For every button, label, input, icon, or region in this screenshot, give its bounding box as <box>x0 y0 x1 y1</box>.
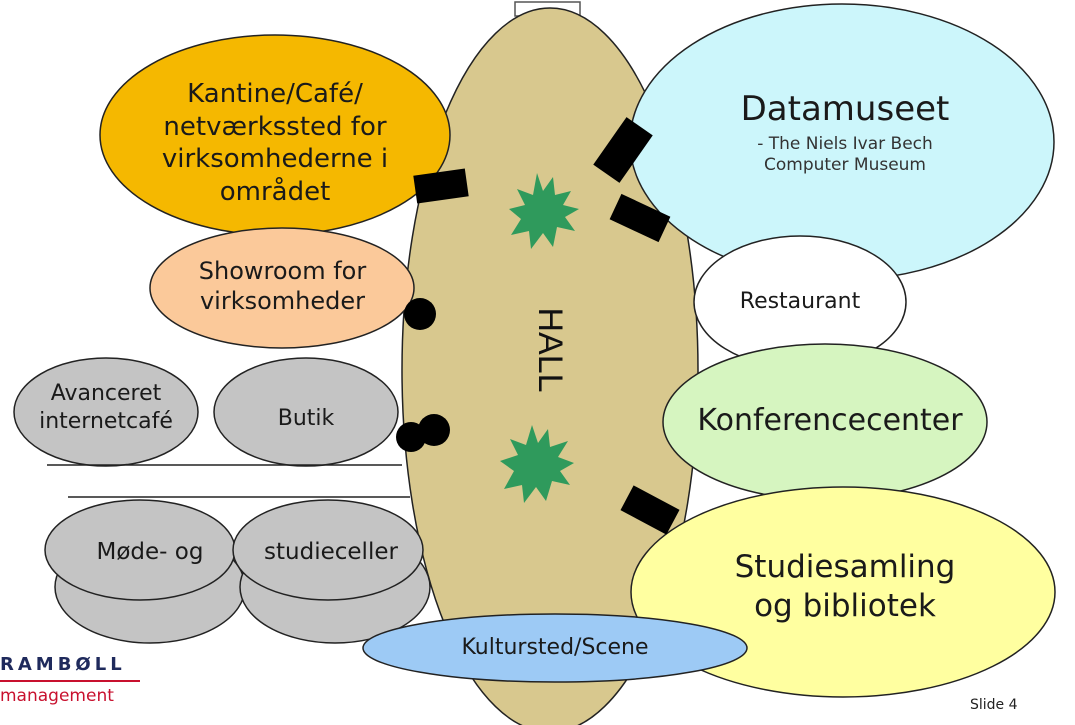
door-datamuseet-lower <box>609 193 671 243</box>
marker-butik-a <box>418 414 450 446</box>
avanceret-zone <box>13 357 199 467</box>
studiesamling-label: Studiesamling og bibliotek <box>734 549 956 624</box>
logo-divider <box>0 680 140 682</box>
hall-area <box>401 7 699 725</box>
showroom-zone <box>149 227 415 349</box>
studieceller-label: studieceller <box>264 539 398 565</box>
mode-label: Møde- og <box>96 539 204 565</box>
restaurant-label: Restaurant <box>739 289 861 314</box>
showroom-label: Showroom for virksomheder <box>198 257 367 315</box>
kantine-label: Kantine/Café/ netværkssted for virksomhe… <box>161 79 389 207</box>
butik-zone <box>213 357 399 467</box>
marker-butik-b <box>396 422 426 452</box>
door-kantine <box>413 168 469 204</box>
management-logo-text: management <box>0 686 114 706</box>
plant-icon-upper <box>509 173 579 249</box>
butik-label: Butik <box>277 406 335 431</box>
konferencecenter-label: Konferencecenter <box>697 403 963 438</box>
datamuseet-title: Datamuseet <box>740 89 950 129</box>
ramboll-logo-text: RAMBØLL <box>0 654 126 675</box>
plant-icon-lower <box>500 425 574 503</box>
door-studiesamling <box>620 485 680 535</box>
slide-number: Slide 4 <box>970 697 1018 713</box>
kultursted-label: Kultursted/Scene <box>461 635 649 660</box>
marker-showroom <box>404 298 436 330</box>
hall-label: HALL <box>531 307 569 392</box>
kultursted-zone <box>362 613 748 683</box>
door-datamuseet-upper <box>593 117 653 183</box>
datamuseet-subtitle: - The Niels Ivar Bech Computer Museum <box>757 134 933 176</box>
studieceller-zone <box>232 499 424 601</box>
avanceret-label: Avanceret internetcafé <box>39 381 173 434</box>
